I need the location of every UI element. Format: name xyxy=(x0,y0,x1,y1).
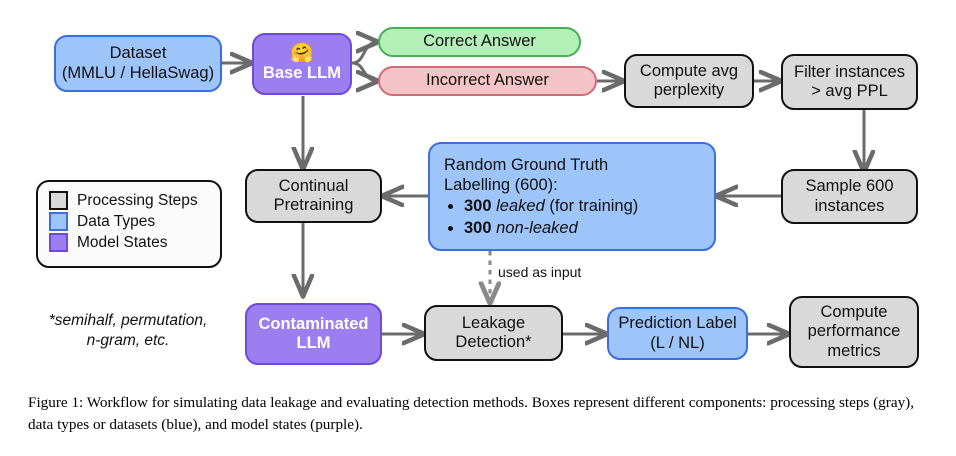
node-compute-metrics-line2: performance xyxy=(807,322,901,341)
figure-caption: Figure 1: Workflow for simulating data l… xyxy=(28,394,915,433)
labelling-bullet-1-count: 300 xyxy=(464,218,492,237)
list-item: 300 leaked (for training) xyxy=(464,196,638,217)
legend-swatch-purple-icon xyxy=(49,233,68,252)
legend-item-processing-steps: Processing Steps xyxy=(49,191,208,210)
edge-label-used-as-input: used as input xyxy=(498,264,582,280)
node-prediction-label-line2: (L / NL) xyxy=(650,333,705,352)
node-base-llm-label: Base LLM xyxy=(263,64,341,83)
node-prediction-label-line1: Prediction Label xyxy=(618,314,737,333)
node-incorrect-answer-label: Incorrect Answer xyxy=(426,71,549,90)
legend: Processing Steps Data Types Model States xyxy=(36,180,222,268)
node-correct-answer[interactable]: Correct Answer xyxy=(378,27,581,57)
arrow-base-llm-to-incorrect xyxy=(351,61,378,81)
hugging-face-emoji: 🤗 xyxy=(290,42,314,65)
node-continual-pretraining[interactable]: Continual Pretraining xyxy=(245,169,382,223)
node-correct-answer-label: Correct Answer xyxy=(423,32,536,51)
node-random-ground-truth-labelling[interactable]: Random Ground Truth Labelling (600): 300… xyxy=(428,142,716,251)
legend-swatch-blue-icon xyxy=(49,212,68,231)
node-dataset-line2: (MMLU / HellaSwag) xyxy=(61,63,215,82)
labelling-bullet-0-tail: (for training) xyxy=(544,197,639,216)
node-base-llm[interactable]: 🤗 Base LLM xyxy=(252,33,352,95)
node-compute-metrics-line3: metrics xyxy=(827,341,881,360)
list-item: 300 non-leaked xyxy=(464,218,638,239)
labelling-bullet-0-count: 300 xyxy=(464,197,492,216)
footnote-line1: *semihalf, permutation, xyxy=(48,312,208,329)
node-continual-pretraining-line1: Continual xyxy=(278,176,349,195)
node-compute-metrics[interactable]: Compute performance metrics xyxy=(789,296,919,368)
node-dataset[interactable]: Dataset (MMLU / HellaSwag) xyxy=(54,35,222,92)
node-continual-pretraining-line2: Pretraining xyxy=(273,196,354,214)
node-leakage-detection-line2: Detection* xyxy=(455,333,532,351)
node-contaminated-llm-line2: LLM xyxy=(296,334,331,352)
node-sample-instances[interactable]: Sample 600 instances xyxy=(781,169,918,224)
node-incorrect-answer[interactable]: Incorrect Answer xyxy=(378,66,597,96)
legend-item-model-states: Model States xyxy=(49,233,208,252)
legend-label-processing-steps: Processing Steps xyxy=(77,191,198,209)
legend-label-model-states: Model States xyxy=(77,233,168,251)
node-sample-instances-line1: Sample 600 xyxy=(805,177,894,196)
node-compute-perplexity-line2: perplexity xyxy=(653,81,725,99)
legend-swatch-gray-icon xyxy=(49,191,68,210)
node-contaminated-llm-line1: Contaminated xyxy=(258,314,369,333)
labelling-bullet-0-emph: leaked xyxy=(496,197,545,216)
arrow-base-llm-to-correct xyxy=(351,42,378,65)
node-contaminated-llm[interactable]: Contaminated LLM xyxy=(245,303,382,365)
legend-label-data-types: Data Types xyxy=(77,212,156,230)
node-compute-perplexity-line1: Compute avg xyxy=(639,61,739,80)
node-compute-metrics-line1: Compute xyxy=(820,302,888,321)
footnote-line2: n-gram, etc. xyxy=(86,332,170,350)
node-filter-instances-line2: > avg PPL xyxy=(811,82,888,100)
node-leakage-detection-line1: Leakage xyxy=(461,313,526,332)
node-leakage-detection[interactable]: Leakage Detection* xyxy=(424,305,563,361)
footnote: *semihalf, permutation, n-gram, etc. xyxy=(28,311,228,351)
diagram-canvas: Dataset (MMLU / HellaSwag) 🤗 Base LLM Co… xyxy=(0,0,956,386)
node-sample-instances-line2: instances xyxy=(814,196,885,215)
node-compute-perplexity[interactable]: Compute avg perplexity xyxy=(624,54,754,108)
labelling-bullet-1-emph: non-leaked xyxy=(496,218,578,237)
labelling-bullet-list: 300 leaked (for training) 300 non-leaked xyxy=(444,196,638,239)
node-filter-instances-line1: Filter instances xyxy=(794,62,905,81)
legend-item-data-types: Data Types xyxy=(49,212,208,231)
node-dataset-line1: Dataset xyxy=(109,44,167,63)
labelling-title-line2: Labelling (600): xyxy=(444,176,558,195)
node-filter-instances[interactable]: Filter instances > avg PPL xyxy=(781,54,918,110)
node-prediction-label[interactable]: Prediction Label (L / NL) xyxy=(607,307,748,360)
labelling-title-line1: Random Ground Truth xyxy=(444,156,609,174)
